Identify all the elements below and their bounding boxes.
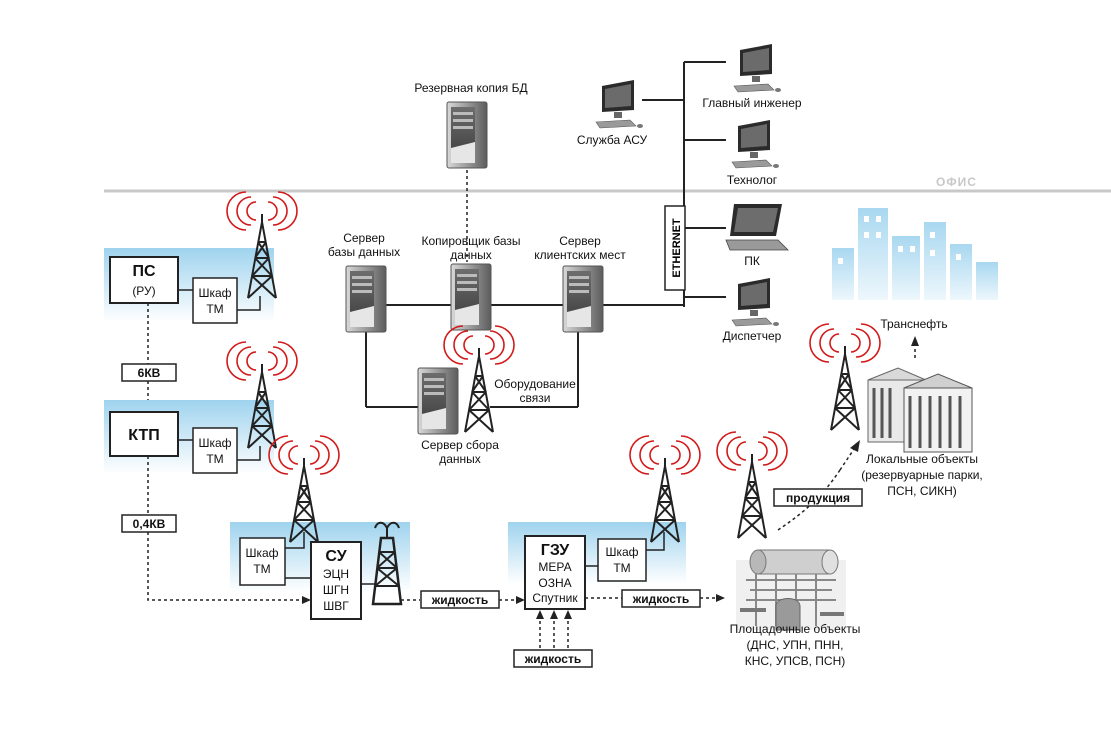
- local-label-2: (резервуарные парки,: [861, 468, 983, 482]
- office-label: ОФИС: [936, 175, 977, 189]
- product-label: продукция: [786, 491, 850, 505]
- copier-label-2: данных: [450, 248, 492, 262]
- ps-cabinet-2: ТМ: [206, 302, 223, 316]
- backup-server-icon: [446, 101, 488, 169]
- copier-server-icon: [450, 263, 492, 331]
- kv6-tag: [121, 363, 177, 382]
- ps-cabinet: [192, 277, 238, 324]
- ps-cabinet-1: Шкаф: [198, 286, 231, 300]
- collect-server-label-2: данных: [439, 452, 481, 466]
- backup-label: Резервная копия БД: [414, 81, 527, 95]
- gzu-line-2: ОЗНА: [538, 576, 571, 590]
- gzu-box: [524, 535, 586, 610]
- ethernet-label: ETHERNET: [671, 218, 683, 278]
- collect-server-label-1: Сервер сбора: [421, 438, 499, 452]
- ktp-title: КТП: [128, 427, 159, 444]
- clients-server-label-1: Сервер: [559, 234, 601, 248]
- clients-server-icon: [562, 265, 604, 333]
- site-label-3: КНС, УПСВ, ПСН): [745, 654, 846, 668]
- su-cabinet-1: Шкаф: [245, 546, 278, 560]
- asu-monitor-icon: [595, 79, 644, 129]
- site-label-1: Площадочные объекты: [730, 622, 861, 636]
- liquid-label-2: жидкость: [524, 652, 581, 666]
- technologist-monitor-icon: [731, 119, 780, 169]
- chief-engineer-monitor-icon: [733, 43, 782, 93]
- su-line-1: ЭЦН: [323, 567, 349, 581]
- db-server-label-2: базы данных: [328, 245, 400, 259]
- clients-server-label-2: клиентских мест: [534, 248, 626, 262]
- processing-plant-icon: [736, 549, 846, 631]
- copier-label-1: Копировщик базы: [421, 234, 520, 248]
- ktp-box: [109, 411, 179, 457]
- ktp-cabinet-2: ТМ: [206, 452, 223, 466]
- asu-label: Служба АСУ: [577, 133, 648, 147]
- gzu-cabinet-2: ТМ: [613, 561, 630, 575]
- liquid-label-3: жидкость: [632, 592, 689, 606]
- gzu-cabinet-1: Шкаф: [605, 545, 638, 559]
- tank-farm-icon: [867, 367, 973, 453]
- city-silhouette: [832, 208, 998, 300]
- liquid-label-1: жидкость: [431, 593, 488, 607]
- db-server-label-1: Сервер: [343, 231, 385, 245]
- product-tag: [773, 488, 863, 507]
- dispatcher-label: Диспетчер: [723, 329, 782, 343]
- su-cabinet-2: ТМ: [253, 562, 270, 576]
- site-tower-icon: [716, 431, 788, 539]
- comm-label-2: связи: [520, 391, 551, 405]
- gzu-inflow-arrows: [539, 616, 569, 648]
- db-server-icon: [345, 265, 387, 333]
- ps-sub: (РУ): [132, 284, 155, 298]
- technologist-label: Технолог: [727, 173, 778, 187]
- gzu-title: ГЗУ: [541, 542, 570, 559]
- su-line-3: ШВГ: [323, 599, 349, 613]
- dispatcher-monitor-icon: [731, 277, 780, 327]
- gzu-line-3: Спутник: [532, 591, 578, 605]
- su-line-2: ШГН: [323, 583, 349, 597]
- ktp-cabinet: [192, 427, 238, 474]
- local-label-3: ПСН, СИКН): [887, 484, 957, 498]
- chief-engineer-label: Главный инженер: [702, 96, 801, 110]
- su-title: СУ: [325, 548, 347, 565]
- kv6-label: 6КВ: [138, 366, 161, 380]
- comm-label-1: Оборудование: [494, 377, 576, 391]
- collect-server-icon: [417, 367, 459, 435]
- pump-jack-icon: [371, 521, 403, 606]
- laptop-icon: [725, 204, 789, 251]
- ps-box: [109, 256, 179, 304]
- liquid-tag-2: [513, 649, 593, 668]
- site-label-2: (ДНС, УПН, ПНН,: [747, 638, 844, 652]
- pc-label: ПК: [744, 254, 760, 268]
- ps-title: ПС: [132, 263, 156, 280]
- ktp-cabinet-1: Шкаф: [198, 436, 231, 450]
- su-cabinet: [239, 537, 286, 586]
- kv04-label: 0,4КВ: [133, 517, 166, 531]
- transneft-label: Транснефть: [880, 317, 947, 331]
- su-box: [310, 541, 362, 620]
- local-label-1: Локальные объекты: [866, 452, 978, 466]
- gzu-cabinet: [597, 538, 647, 582]
- gzu-line-1: МЕРА: [538, 560, 571, 574]
- kv04-tag: [121, 514, 177, 533]
- ethernet-badge: [664, 205, 686, 291]
